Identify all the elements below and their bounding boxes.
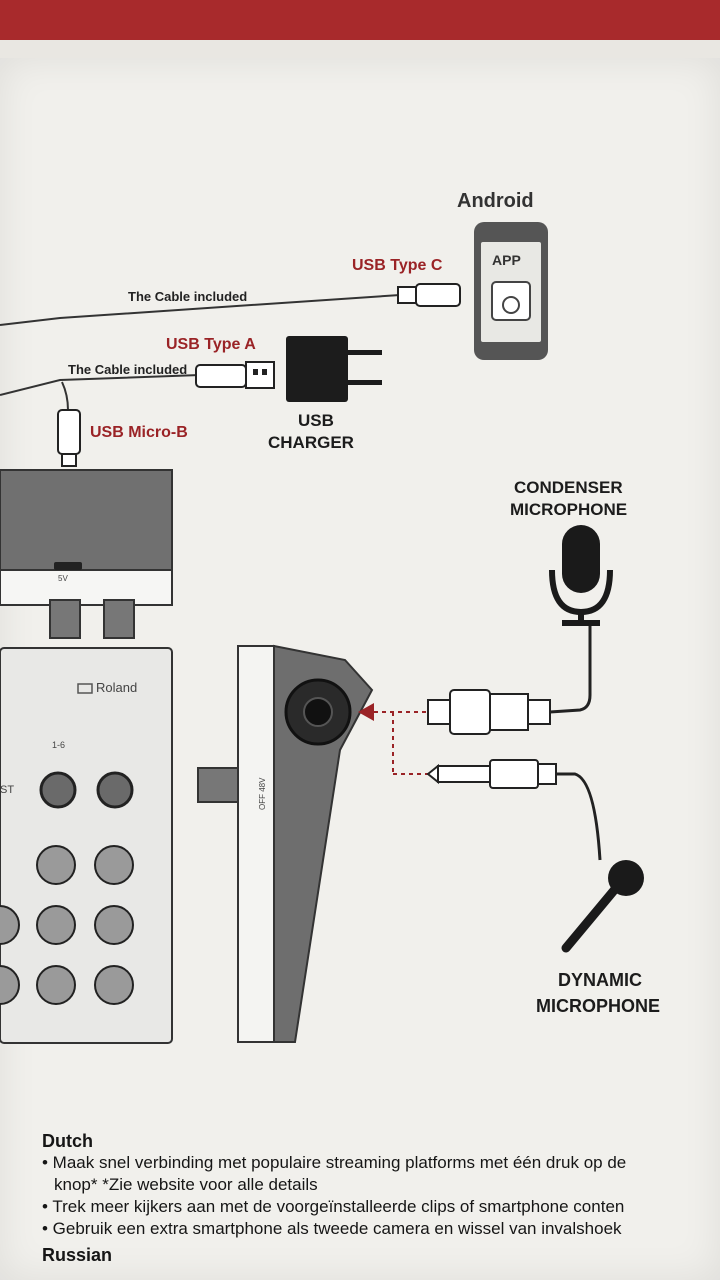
telop-pad — [36, 965, 76, 1005]
condenser-label-1: CONDENSER — [514, 478, 623, 497]
phone-plug-shaft — [437, 765, 491, 783]
usb-type-a-label: USB Type A — [166, 336, 256, 353]
device-top-view — [0, 469, 173, 571]
android-label: Android — [457, 190, 534, 212]
device-knob-1 — [49, 599, 81, 639]
cable-usb-c — [0, 294, 401, 326]
side-knob — [197, 767, 241, 803]
description-text: Dutch • Maak snel verbinding met populai… — [42, 1130, 720, 1266]
phone-cable — [556, 772, 602, 861]
mic-knob — [96, 771, 134, 809]
device-side-view-body — [273, 644, 374, 1043]
device-knob-2 — [103, 599, 135, 639]
dutch-line-3: • Trek meer kijkers aan met de voorgeïns… — [42, 1197, 625, 1216]
condenser-mic-base — [562, 620, 600, 626]
russian-heading: Russian — [42, 1245, 113, 1265]
cable-included-label-1: The Cable included — [128, 289, 248, 304]
channel-label: 1-6 — [52, 740, 66, 750]
usb-a-plug-head — [245, 361, 275, 389]
usb-a-pin-1 — [253, 369, 258, 375]
usb-type-c-label: USB Type C — [352, 257, 443, 274]
condenser-label-2: MICROPHONE — [510, 500, 628, 519]
usb-charger-icon — [286, 336, 348, 402]
volume-knob — [39, 771, 77, 809]
charger-prong-2 — [348, 380, 382, 385]
cable-usb-a — [0, 374, 201, 396]
dutch-heading: Dutch — [42, 1131, 93, 1151]
jack-arrow-head — [358, 703, 374, 721]
xlr-plug-body — [449, 689, 491, 735]
usb-charger-label-2: CHARGER — [268, 433, 354, 452]
condenser-mic-stem — [578, 612, 584, 622]
usb-c-plug-head — [415, 283, 461, 307]
camera-switch-pad — [94, 905, 134, 945]
xlr-cable — [549, 620, 592, 714]
condenser-microphone-icon — [562, 525, 600, 593]
port-5v-label: 5V — [58, 574, 68, 583]
mic-mute-pad — [94, 845, 134, 885]
dutch-line-1: • Maak snel verbinding met populaire str… — [42, 1153, 627, 1172]
voice-effect-pad — [36, 845, 76, 885]
app-broadcast-icon — [502, 296, 520, 314]
micro-b-plug-body — [57, 409, 81, 455]
device-front-view — [0, 647, 173, 1044]
xlr-plug-tip — [427, 699, 451, 725]
usb-micro-b-label: USB Micro-B — [90, 424, 188, 441]
st-label: ST — [0, 784, 15, 796]
dynamic-label-2: MICROPHONE — [536, 996, 661, 1016]
roland-brand-label: Roland — [96, 680, 138, 695]
roland-logo-icon — [77, 683, 93, 694]
phone-plug-tail — [537, 763, 557, 785]
xlr-plug-grip — [489, 693, 529, 731]
device-front-edge — [0, 569, 173, 606]
applause-pad — [36, 905, 76, 945]
micro-b-plug-head — [61, 453, 77, 467]
usb-a-pin-2 — [262, 369, 267, 375]
broadcast-pad — [94, 965, 134, 1005]
usb-c-plug-body — [397, 286, 417, 304]
usb-charger-label-1: USB — [298, 411, 334, 430]
dynamic-microphone-icon — [561, 883, 621, 953]
app-label: APP — [492, 252, 521, 268]
dynamic-mic-head — [608, 860, 644, 896]
phone-plug-tip — [426, 763, 439, 785]
left-pad-3 — [0, 965, 20, 1005]
phantom-power-label: OFF 48V — [258, 777, 267, 810]
xlr-combo-center — [303, 697, 333, 727]
charger-prong-1 — [348, 350, 382, 355]
dutch-line-4: • Gebruik een extra smartphone als tweed… — [42, 1219, 622, 1238]
left-pad-2 — [0, 905, 20, 945]
dynamic-label-1: DYNAMIC — [558, 970, 642, 990]
app-icon — [491, 281, 531, 321]
dutch-line-2: knop* *Zie website voor alle details — [54, 1175, 318, 1194]
cable-included-label-2: The Cable included — [68, 362, 188, 377]
cable-micro-b — [61, 381, 69, 411]
micro-b-port — [54, 562, 82, 570]
device-side-view-face — [237, 645, 275, 1043]
phone-plug-body — [489, 759, 539, 789]
usb-a-plug-body — [195, 364, 247, 388]
xlr-plug-tail — [527, 699, 551, 725]
